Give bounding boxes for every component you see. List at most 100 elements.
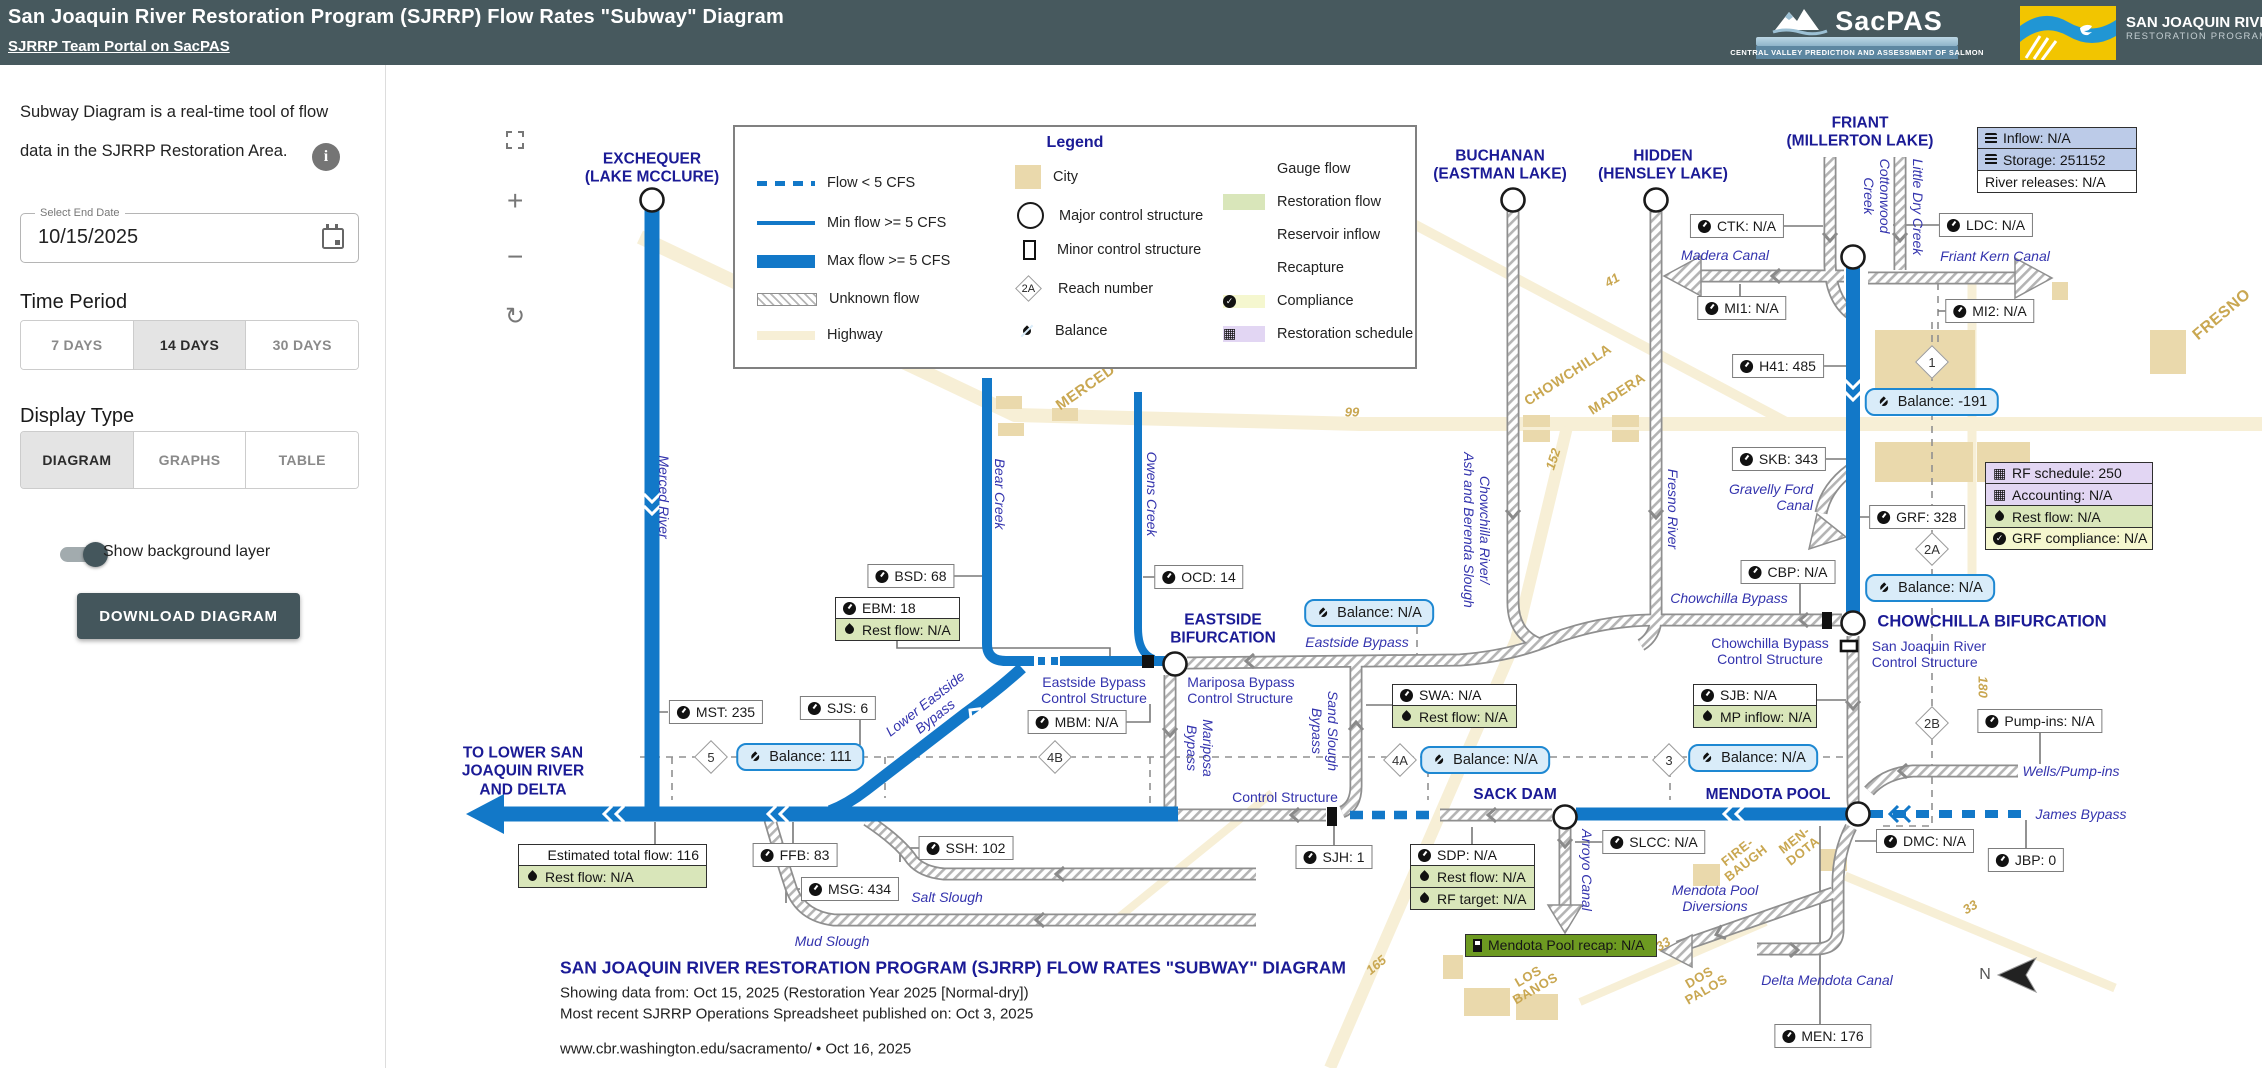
gauge-icon [807, 701, 821, 715]
water-gravelly-ford: Gravelly Ford Canal [1728, 480, 1814, 513]
calendar-icon[interactable] [322, 224, 344, 249]
restoration-flow-swatch [1223, 194, 1265, 210]
gauge-icon [808, 882, 822, 896]
delta-arrowhead [466, 794, 504, 834]
balance-icon [1700, 751, 1714, 765]
water-sand-slough-bypass: Sand Slough Bypass [1309, 690, 1342, 772]
background-layer-toggle[interactable] [60, 542, 108, 567]
gauge-icon [1697, 219, 1711, 233]
time-period-14days[interactable]: 14 DAYS [132, 321, 246, 369]
place-eastside-bifurcation: EASTSIDE BIFURCATION [1170, 611, 1276, 647]
water-mariposa-bypass: Mariposa Bypass [1184, 719, 1217, 777]
sacpas-wave [1756, 37, 1958, 46]
mountain-icon [1772, 9, 1828, 36]
time-period-30days[interactable]: 30 DAYS [245, 321, 358, 369]
friant-info-box: Inflow: N/A Storage: 251152 River releas… [1977, 126, 2137, 194]
gauge-icon [1953, 304, 1967, 318]
reach-number-swatch: 2A [1015, 275, 1042, 302]
display-type-table[interactable]: TABLE [245, 432, 358, 488]
water-chowchilla-river: Chowchilla River/ Ash and Berenda Slough [1461, 452, 1494, 608]
gauge-badge-bsd: BSD: 68 [867, 564, 955, 588]
gauge-icon [1739, 452, 1753, 466]
end-date-field[interactable]: Select End Date 10/15/2025 [20, 207, 359, 263]
gauge-icon [1610, 835, 1624, 849]
gauge-icon [1701, 688, 1714, 702]
water-mariposa-cs: Mariposa Bypass Control Structure [1187, 673, 1295, 706]
water-madera-canal: Madera Canal [1681, 246, 1769, 263]
gauge-badge-sjs: SJS: 6 [799, 696, 877, 720]
schedule-icon: ▦ [1993, 486, 2007, 503]
balance-icon [1432, 753, 1446, 767]
place-buchanan: BUCHANAN (EASTMAN LAKE) [1433, 147, 1567, 183]
time-period-group: 7 DAYS 14 DAYS 30 DAYS [20, 320, 359, 370]
footer-credit: www.cbr.washington.edu/sacramento/ • Oct… [560, 1040, 912, 1058]
fullscreen-button[interactable] [506, 131, 524, 154]
balance-badge-reach3: Balance: N/A [1688, 744, 1818, 772]
gauge-icon [926, 841, 940, 855]
gauge-icon [1162, 570, 1176, 584]
gauge-icon [875, 569, 889, 583]
gauge-badge-grf: GRF: 328 [1869, 505, 1965, 529]
gauge-badge-ctk: CTK: N/A [1689, 214, 1785, 238]
zoom-in-button[interactable]: + [507, 185, 524, 216]
gauge-badge-mbm: MBM: N/A [1027, 710, 1127, 734]
schedule-icon: ▦ [1993, 464, 2007, 481]
gauge-badge-ffb: FFB: 83 [752, 843, 838, 867]
info-icon[interactable]: i [312, 143, 340, 171]
balance-icon [748, 750, 762, 764]
time-period-7days[interactable]: 7 DAYS [21, 321, 133, 369]
place-to-delta: TO LOWER SAN JOAQUIN RIVER AND DELTA [461, 744, 585, 799]
display-type-diagram[interactable]: DIAGRAM [21, 432, 133, 488]
zoom-out-button[interactable]: − [507, 241, 524, 272]
restoration-flow-icon [526, 870, 539, 884]
gauge-badge-mst: MST: 235 [668, 700, 764, 724]
portal-link[interactable]: SJRRP Team Portal on SacPAS [8, 38, 230, 55]
gauge-icon [1995, 853, 2009, 867]
page-title: San Joaquin River Restoration Program (S… [8, 6, 784, 28]
water-james-bypass: James Bypass [2035, 805, 2127, 822]
balance-badge-reach2a: Balance: N/A [1865, 574, 1995, 602]
footer-title: SAN JOAQUIN RIVER RESTORATION PROGRAM (S… [560, 957, 1346, 978]
water-bear-creek: Bear Creek [992, 458, 1009, 530]
place-sack-dam: SACK DAM [1473, 785, 1557, 803]
water-cottonwood-creek: Cottonwood Creek [1861, 158, 1894, 234]
sidebar: Subway Diagram is a real-time tool of fl… [0, 65, 386, 1068]
recapture-icon [1473, 938, 1482, 952]
balance-icon [1877, 581, 1891, 595]
footer-published: Most recent SJRRP Operations Spreadsheet… [560, 1005, 1034, 1023]
display-type-graphs[interactable]: GRAPHS [132, 432, 246, 488]
compliance-swatch: ✓ [1223, 294, 1265, 308]
min-flow-swatch [757, 221, 815, 225]
gauge-icon [843, 601, 856, 615]
end-date-value[interactable]: 10/15/2025 [38, 226, 139, 248]
ebm-box: EBM: 18 Rest flow: N/A [835, 596, 960, 642]
gauge-icon [1705, 301, 1719, 315]
download-diagram-button[interactable]: DOWNLOAD DIAGRAM [77, 593, 300, 639]
balance-badge-eastside: Balance: N/A [1304, 599, 1434, 627]
balance-icon [1020, 324, 1034, 338]
water-fresno-river: Fresno River [1665, 468, 1682, 550]
balance-icon [1316, 606, 1330, 620]
north-arrow-icon [1996, 956, 2038, 994]
city-swatch [1015, 165, 1041, 189]
minor-control-structures [1142, 612, 1859, 826]
max-flow-swatch [757, 254, 815, 268]
footer-shown: Showing data from: Oct 15, 2025 (Restora… [560, 984, 1029, 1002]
gauge-badge-mi2: MI2: N/A [1945, 299, 2035, 323]
balance-icon [1877, 395, 1891, 409]
gauge-badge-slcc: SLCC: N/A [1602, 830, 1706, 854]
legend-title: Legend [1046, 134, 1104, 151]
unknown-flow-swatch [757, 292, 817, 306]
sacpas-logo: SacPAS CENTRAL VALLEY PREDICTION AND ASS… [1730, 5, 1983, 61]
reservoir-icon [1985, 154, 1997, 166]
gauge-icon [760, 848, 774, 862]
minor-structure-swatch [1023, 240, 1036, 260]
sjb-box: SJB: N/A MP inflow: N/A [1693, 683, 1817, 729]
reset-view-button[interactable]: ↻ [505, 303, 526, 330]
water-merced-river: Merced River [656, 455, 673, 539]
north-label: N [1979, 966, 1991, 983]
gauge-icon [1035, 715, 1049, 729]
gauge-icon [1418, 848, 1431, 862]
flow-arrowheads [1546, 254, 2054, 969]
